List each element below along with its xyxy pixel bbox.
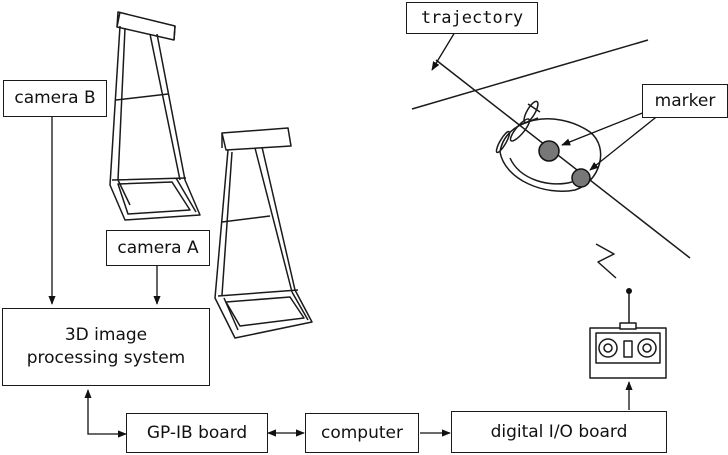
camera-a-tower: [214, 127, 313, 339]
gpib-board-box: GP-IB board: [126, 413, 268, 453]
arrow-trajectory: [431, 31, 456, 71]
arrow-marker-upper: [561, 111, 646, 146]
digital-io-board-box: digital I/O board: [451, 411, 667, 453]
camera-b-label: camera B: [3, 80, 107, 117]
marker-dot-upper: [538, 140, 560, 162]
processing-line-2: processing system: [26, 348, 186, 368]
processing-line-1: 3D image: [64, 325, 148, 346]
processing-system-box: 3D image processing system: [2, 308, 210, 386]
trajectory-line: [411, 39, 649, 110]
signal-icon: [595, 243, 617, 279]
marker-dot-lower: [571, 168, 591, 188]
computer-box: computer: [305, 413, 419, 453]
arrow-processing-gpib: [84, 389, 127, 438]
arrow-marker-lower: [589, 113, 661, 171]
trajectory-label: trajectory: [406, 2, 538, 34]
camera-b-tower: [109, 11, 201, 221]
antenna-tip: [626, 288, 632, 294]
vehicle-icon: [435, 59, 691, 259]
remote-controller-icon: [589, 292, 667, 379]
camera-a-label: camera A: [106, 230, 210, 266]
marker-label: marker: [642, 84, 728, 118]
